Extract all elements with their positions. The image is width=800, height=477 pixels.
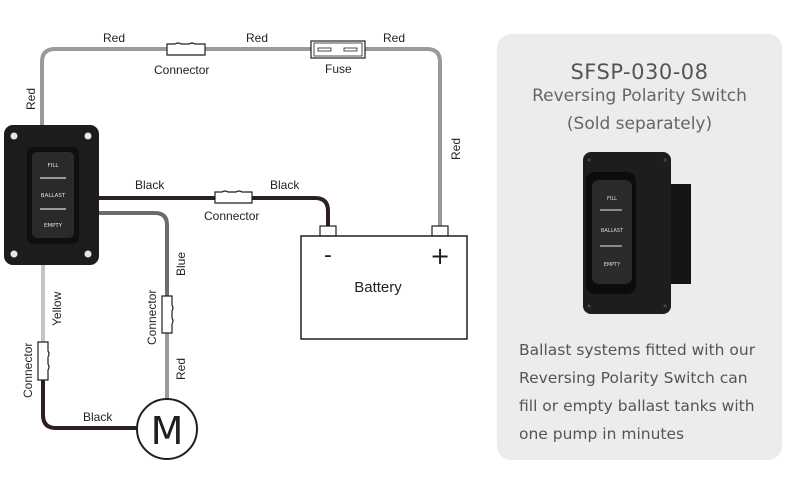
red-wire-main [40,47,442,230]
wire-label-black-left: Black [135,178,165,192]
wire-label-left-vertical: Red [24,88,38,110]
connector-top [166,42,206,56]
connector-top-label: Connector [154,63,209,77]
wire-label-black-right: Black [270,178,300,192]
product-note: (Sold separately) [566,114,713,134]
switch-label-fill: FILL [48,163,60,169]
connector-yellow [37,341,50,381]
switch-icon [4,125,99,265]
product-switch-label-ballast: BALLAST [601,228,624,234]
wire-label-top-right: Red [383,31,405,45]
wire-label-top-middle: Red [246,31,268,45]
description-line: Ballast systems fitted with our [519,341,756,359]
fuse-label: Fuse [325,62,352,76]
product-description: Ballast systems fitted with our Reversin… [519,336,779,448]
black-wire-battery [98,196,330,230]
battery-negative-label: - [324,243,332,268]
product-model: SFSP-030-08 [570,60,709,84]
connector-yellow-label: Connector [21,343,35,398]
wire-label-bottom-black: Black [83,410,113,424]
battery-label: Battery [354,279,402,296]
connector-blue-label: Connector [145,290,159,345]
description-line: one pump in minutes [519,425,685,443]
wire-label-blue: Blue [174,252,188,276]
switch-label-ballast: BALLAST [41,193,66,199]
product-switch-label-empty: EMPTY [604,262,622,268]
connector-blue [161,295,174,334]
wire-label-top-left: Red [103,31,125,45]
wire-label-pump-red: Red [174,358,188,380]
battery-icon [300,225,468,340]
connector-black [214,190,253,204]
black-wire-motor [41,380,138,430]
switch-label-empty: EMPTY [44,223,63,229]
product-name: Reversing Polarity Switch [532,86,747,106]
blue-wire [98,211,169,300]
description-line: fill or empty ballast tanks with [519,397,755,415]
description-line: Reversing Polarity Switch can [519,369,748,387]
product-switch-label-fill: FILL [607,196,617,202]
motor-label: M [151,409,184,453]
connector-black-label: Connector [204,209,259,223]
wire-label-yellow: Yellow [50,291,64,326]
product-image: FILL BALLAST EMPTY [583,152,691,314]
fuse-icon [310,40,366,59]
wire-label-right-vertical: Red [449,138,463,160]
battery-positive-label: + [430,242,450,270]
motor-icon [136,398,198,460]
